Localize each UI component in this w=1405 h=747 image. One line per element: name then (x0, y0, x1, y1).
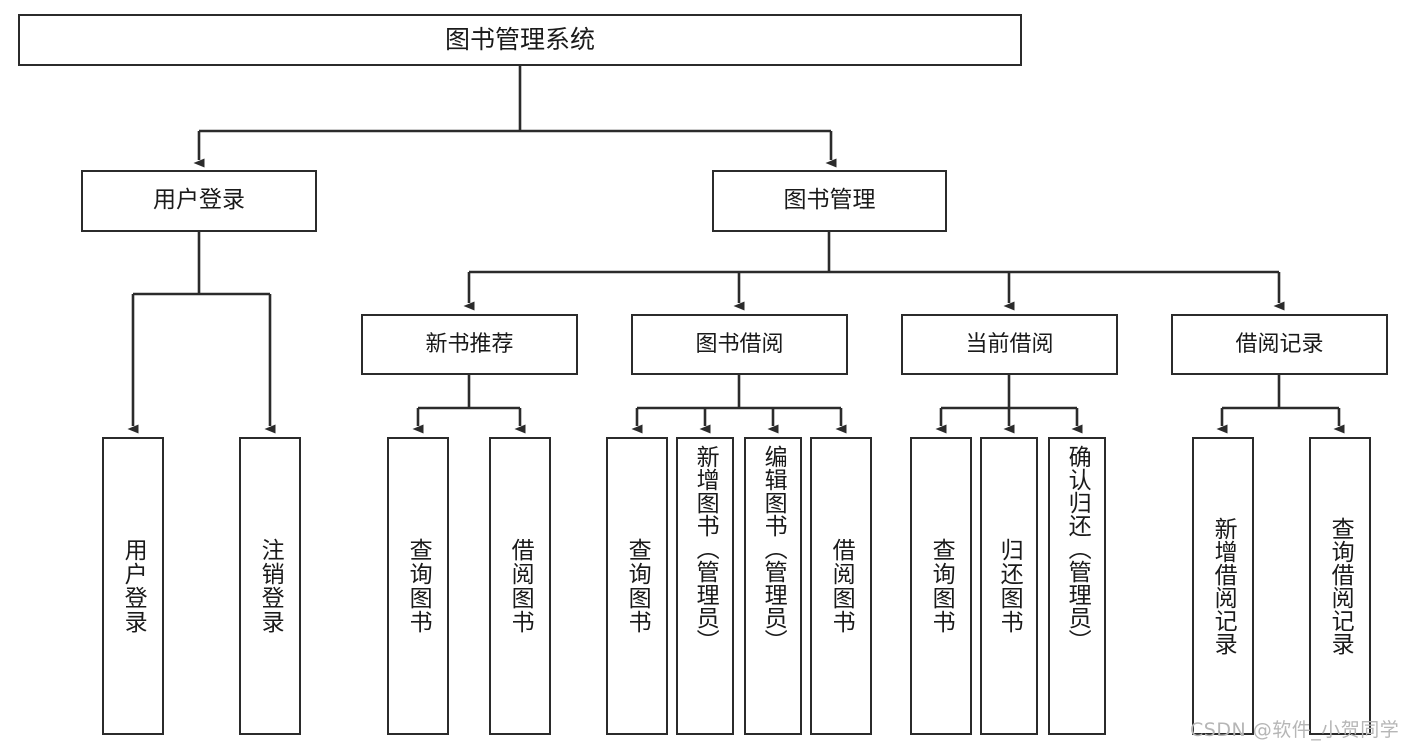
leaf-query-borrow-record-label: 查询借阅记录 (1327, 517, 1354, 655)
node-borrow-record-label: 借阅记录 (1235, 331, 1324, 357)
node-user-login-label: 用户登录 (153, 187, 245, 214)
leaf-borrow-book-2[interactable]: 借阅图书 (810, 437, 872, 735)
leaf-add-book-label: 新增图书（管理员） (692, 445, 719, 652)
leaf-edit-book-label: 编辑图书（管理员） (760, 445, 787, 652)
leaf-query-book-2-label: 查询图书 (624, 538, 651, 634)
leaf-borrow-book-2-label: 借阅图书 (828, 538, 855, 634)
node-book-borrow[interactable]: 图书借阅 (631, 314, 848, 375)
leaf-return-book-label: 归还图书 (996, 538, 1023, 634)
node-user-login[interactable]: 用户登录 (81, 170, 317, 232)
node-book-borrow-label: 图书借阅 (695, 331, 784, 357)
node-new-book-recommend-label: 新书推荐 (425, 331, 514, 357)
node-current-borrow-label: 当前借阅 (965, 331, 1054, 357)
node-root[interactable]: 图书管理系统 (18, 14, 1022, 66)
node-book-management[interactable]: 图书管理 (712, 170, 947, 232)
leaf-query-book-1-label: 查询图书 (405, 538, 432, 634)
node-new-book-recommend[interactable]: 新书推荐 (361, 314, 578, 375)
leaf-query-book-1[interactable]: 查询图书 (387, 437, 449, 735)
leaf-query-book-2[interactable]: 查询图书 (606, 437, 668, 735)
csdn-watermark: CSDN @软件_小贺同学 (1190, 719, 1400, 741)
leaf-logout-login-label: 注销登录 (257, 538, 284, 634)
leaf-add-book[interactable]: 新增图书（管理员） (676, 437, 734, 735)
node-root-label: 图书管理系统 (444, 25, 595, 55)
leaf-borrow-book-1[interactable]: 借阅图书 (489, 437, 551, 735)
leaf-user-login[interactable]: 用户登录 (102, 437, 164, 735)
node-book-management-label: 图书管理 (783, 187, 876, 214)
leaf-return-book[interactable]: 归还图书 (980, 437, 1038, 735)
node-current-borrow[interactable]: 当前借阅 (901, 314, 1118, 375)
leaf-confirm-return[interactable]: 确认归还（管理员） (1048, 437, 1106, 735)
leaf-logout-login[interactable]: 注销登录 (239, 437, 301, 735)
leaf-query-borrow-record[interactable]: 查询借阅记录 (1309, 437, 1371, 735)
leaf-add-borrow-record-label: 新增借阅记录 (1210, 517, 1237, 655)
leaf-query-book-3[interactable]: 查询图书 (910, 437, 972, 735)
leaf-query-book-3-label: 查询图书 (928, 538, 955, 634)
leaf-borrow-book-1-label: 借阅图书 (507, 538, 534, 634)
leaf-user-login-label: 用户登录 (120, 538, 147, 634)
node-borrow-record[interactable]: 借阅记录 (1171, 314, 1388, 375)
leaf-add-borrow-record[interactable]: 新增借阅记录 (1192, 437, 1254, 735)
leaf-edit-book[interactable]: 编辑图书（管理员） (744, 437, 802, 735)
leaf-confirm-return-label: 确认归还（管理员） (1064, 445, 1091, 652)
